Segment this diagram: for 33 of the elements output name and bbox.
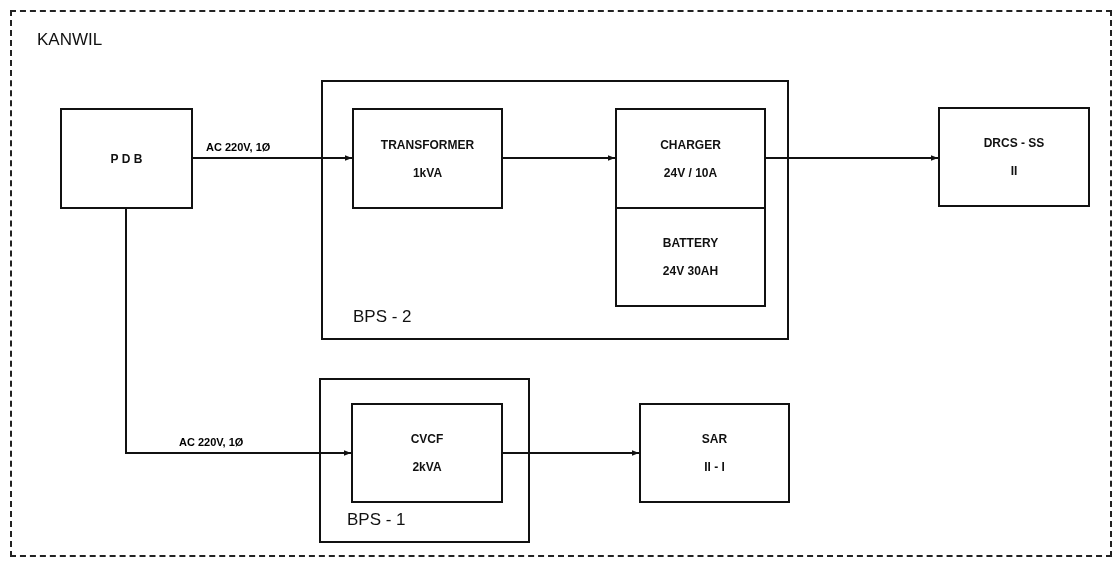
arrow	[502, 450, 640, 456]
box-value: II - I	[704, 460, 725, 474]
arrow	[125, 208, 352, 456]
box-value: 24V 30AH	[662, 264, 719, 278]
group-label: KANWIL	[37, 30, 103, 50]
group-box	[321, 80, 789, 340]
process-box	[615, 108, 766, 209]
arrow	[765, 155, 939, 161]
process-box	[615, 207, 766, 307]
process-box	[639, 403, 790, 503]
box-label: SAR	[701, 432, 728, 446]
group-label: BPS - 1	[347, 510, 406, 530]
box-label: P D B	[110, 151, 143, 166]
edge-label: AC 220V, 1Ø	[205, 141, 272, 153]
process-box	[60, 108, 193, 209]
box-value: II	[1010, 164, 1018, 178]
group-box	[319, 378, 530, 543]
box-label: TRANSFORMER	[380, 137, 475, 152]
box-label: CVCF	[410, 432, 444, 446]
box-label: CHARGER	[660, 137, 721, 152]
box-value: 1kVA	[412, 165, 443, 180]
arrow	[502, 155, 616, 161]
box-value: 2kVA	[412, 460, 442, 474]
arrow	[192, 155, 353, 161]
process-box	[938, 107, 1090, 207]
process-box	[351, 403, 503, 503]
process-box	[352, 108, 503, 209]
box-value: 24V / 10A	[663, 165, 718, 180]
region-boundary	[10, 10, 1112, 557]
box-label: BATTERY	[662, 236, 719, 250]
box-label: DRCS - SS	[983, 136, 1045, 150]
group-label: BPS - 2	[353, 307, 412, 327]
edge-label: AC 220V, 1Ø	[178, 436, 245, 448]
